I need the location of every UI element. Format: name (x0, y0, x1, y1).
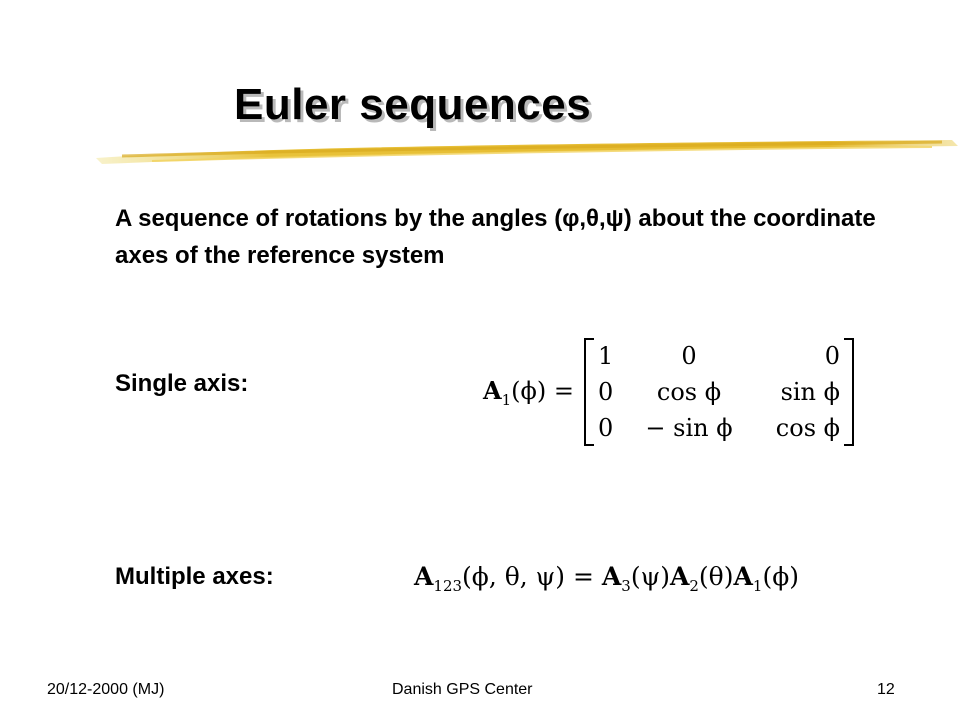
matrix-cell: − sin ϕ (645, 414, 733, 442)
slide-title: Euler sequences (234, 80, 592, 129)
matrix-left-bracket (584, 338, 594, 446)
matrix-cell: cos ϕ (775, 414, 840, 442)
single-axis-lhs: A1(ϕ) = (483, 375, 574, 409)
matrix-cell: 0 (824, 342, 840, 370)
title-underline-brushstroke (96, 140, 958, 164)
matrix-cell: 0 (598, 414, 614, 442)
multiple-axes-label: Multiple axes: (115, 563, 274, 590)
single-axis-label: Single axis: (115, 370, 249, 397)
intro-text: A sequence of rotations by the angles (φ… (115, 205, 876, 269)
footer-organization: Danish GPS Center (392, 681, 533, 698)
matrix-cell: 0 (598, 378, 614, 406)
matrix-cell: 1 (598, 342, 614, 370)
multiple-axes-equation: A123(ϕ, θ, ψ) = A3(ψ)A2(θ)A1(ϕ) (414, 562, 799, 595)
matrix-right-bracket (844, 338, 854, 446)
single-axis-equation: A1(ϕ) = 1 0 0 0 cos ϕ sin ϕ 0 − sin ϕ co… (483, 338, 854, 446)
matrix-cell: 0 (681, 342, 697, 370)
rotation-matrix: 1 0 0 0 cos ϕ sin ϕ 0 − sin ϕ cos ϕ (584, 338, 854, 446)
matrix-cell: sin ϕ (780, 378, 840, 406)
footer-date: 20/12-2000 (MJ) (47, 681, 165, 698)
matrix-cell: cos ϕ (656, 378, 722, 406)
footer-page-number: 12 (877, 681, 895, 698)
